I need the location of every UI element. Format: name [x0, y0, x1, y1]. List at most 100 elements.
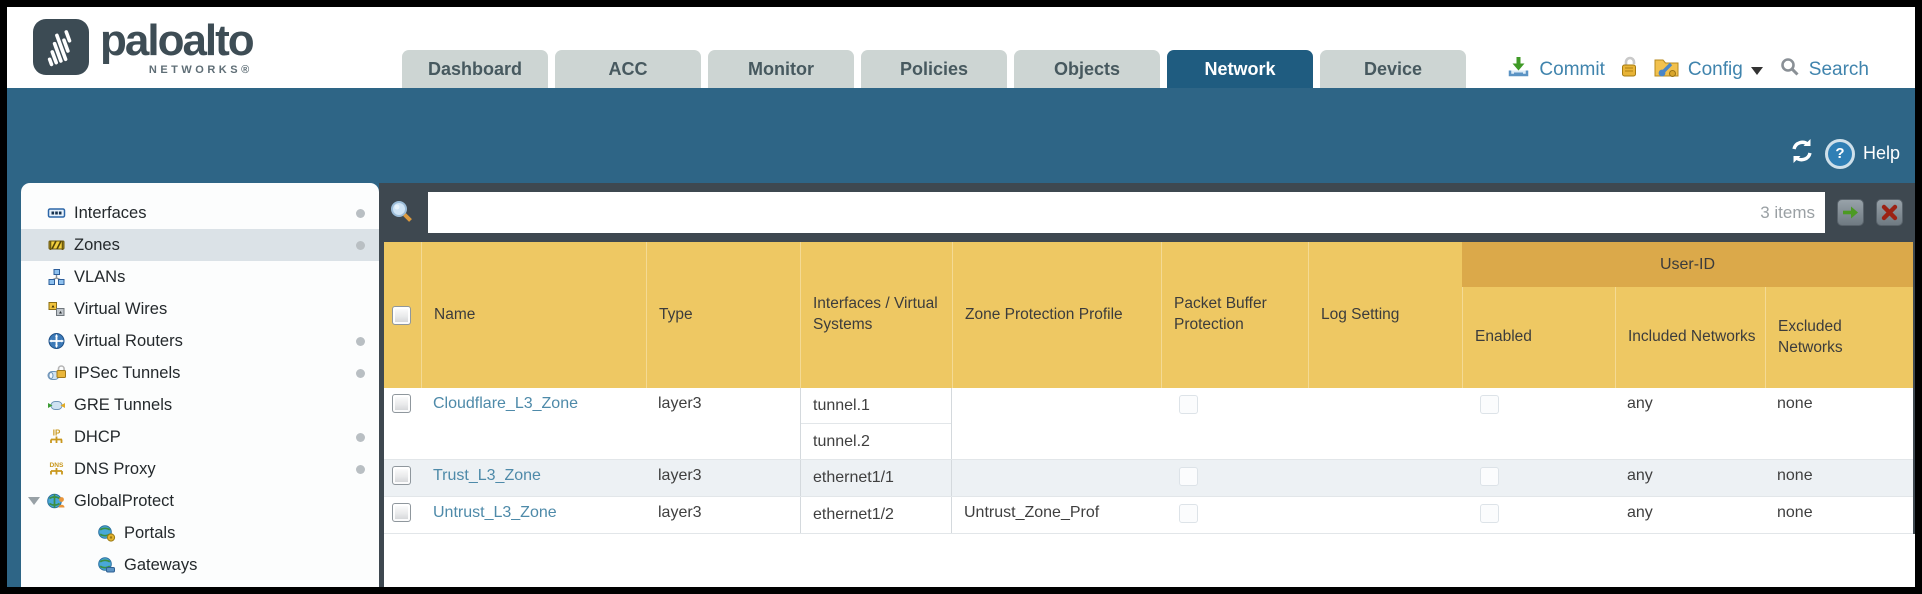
- interface-entry: tunnel.1: [801, 388, 951, 424]
- help-icon[interactable]: ?: [1824, 138, 1855, 169]
- brand-subtitle: NETWORKS®: [148, 64, 253, 76]
- apply-filter-button[interactable]: [1837, 199, 1864, 226]
- sidebar-item-label: Portals: [124, 523, 176, 542]
- svg-text:IP: IP: [53, 429, 61, 438]
- sidebar-item-ipsec-tunnels[interactable]: IPSec Tunnels: [21, 357, 379, 389]
- lock-icon[interactable]: [1619, 55, 1641, 85]
- row-select-cell: [384, 460, 421, 496]
- item-count: 3 items: [1760, 203, 1815, 222]
- included-networks-cell: any: [1627, 395, 1653, 412]
- zone-name-cell: Untrust_L3_Zone: [421, 497, 646, 533]
- table-empty-area: [384, 534, 1915, 587]
- log-setting-cell: [1308, 388, 1462, 459]
- user-id-enabled-cell: [1462, 460, 1615, 496]
- status-dot: [356, 208, 365, 218]
- sidebar-item-gre-tunnels[interactable]: GRE Tunnels: [21, 389, 379, 421]
- packet-buffer-protection-cell: [1161, 460, 1308, 496]
- zone-protection-profile-cell: Untrust_Zone_Prof: [964, 504, 1100, 521]
- row-checkbox[interactable]: [392, 466, 411, 485]
- column-header-zone-protection-profile[interactable]: Zone Protection Profile: [952, 242, 1161, 388]
- expander-icon[interactable]: [21, 497, 47, 505]
- row-checkbox[interactable]: [392, 503, 411, 522]
- commit-icon[interactable]: [1506, 54, 1531, 85]
- commit-button[interactable]: Commit: [1539, 58, 1605, 80]
- user-id-enabled-checkbox: [1480, 395, 1499, 414]
- zone-protection-profile-cell: [952, 460, 1161, 496]
- tab-dashboard[interactable]: Dashboard: [402, 50, 548, 88]
- column-header-type[interactable]: Type: [646, 242, 800, 388]
- sidebar-item-label: Gateways: [124, 555, 198, 574]
- column-header-packet-buffer-protection[interactable]: Packet Buffer Protection: [1161, 242, 1308, 388]
- sidebar-item-gateways[interactable]: Gateways: [21, 549, 379, 581]
- tab-device[interactable]: Device: [1320, 50, 1466, 88]
- search-button[interactable]: Search: [1808, 58, 1869, 80]
- zone-name-cell: Cloudflare_L3_Zone: [421, 388, 646, 459]
- excluded-networks-cell: none: [1777, 467, 1813, 484]
- globalprotect-icon: [47, 492, 71, 510]
- select-all-checkbox[interactable]: [392, 305, 411, 325]
- zone-name-link[interactable]: Cloudflare_L3_Zone: [433, 395, 578, 412]
- log-setting-cell: [1308, 497, 1462, 533]
- search-icon[interactable]: [1779, 56, 1801, 84]
- tab-acc[interactable]: ACC: [555, 50, 701, 88]
- clear-filter-button[interactable]: [1876, 199, 1903, 226]
- packet-buffer-protection-cell: [1161, 497, 1308, 533]
- sidebar-item-interfaces[interactable]: Interfaces: [21, 197, 379, 229]
- packet-buffer-protection-checkbox: [1179, 467, 1198, 486]
- sidebar-item-label: Interfaces: [74, 203, 147, 222]
- excluded-networks-cell: none: [1777, 395, 1813, 412]
- interface-entry: ethernet1/2: [813, 506, 894, 523]
- sidebar-item-label: Virtual Wires: [74, 299, 168, 318]
- sidebar-item-label: Virtual Routers: [74, 331, 183, 350]
- tab-objects[interactable]: Objects: [1014, 50, 1160, 88]
- virtual-wires-icon: [47, 300, 71, 318]
- tab-monitor[interactable]: Monitor: [708, 50, 854, 88]
- included-networks-cell: any: [1627, 467, 1653, 484]
- brand-name: paloalto: [100, 16, 255, 65]
- sidebar-item-label: DHCP: [74, 427, 121, 446]
- user-id-enabled-checkbox: [1480, 504, 1499, 523]
- column-header-enabled[interactable]: Enabled: [1462, 242, 1615, 388]
- column-header-name[interactable]: Name: [421, 242, 646, 388]
- column-header-excluded-networks[interactable]: Excluded Networks: [1765, 242, 1913, 388]
- chevron-down-icon[interactable]: [1750, 67, 1763, 75]
- filter-search-icon: [388, 199, 416, 227]
- zone-name-link[interactable]: Trust_L3_Zone: [433, 467, 541, 484]
- row-checkbox[interactable]: [392, 394, 411, 413]
- interfaces-cell: ethernet1/2: [800, 497, 952, 533]
- portals-icon: [97, 524, 121, 542]
- tab-policies[interactable]: Policies: [861, 50, 1007, 88]
- interface-entry: tunnel.2: [813, 433, 870, 450]
- dhcp-icon: IP: [47, 428, 71, 446]
- config-menu-button[interactable]: Config: [1687, 58, 1743, 80]
- config-icon[interactable]: [1653, 55, 1680, 85]
- status-dot: [356, 336, 365, 346]
- column-header-log-setting[interactable]: Log Setting: [1308, 242, 1462, 388]
- packet-buffer-protection-checkbox: [1179, 395, 1198, 414]
- excluded-networks-cell: none: [1777, 504, 1813, 521]
- sidebar-item-vlans[interactable]: VLANs: [21, 261, 379, 293]
- filter-input[interactable]: [428, 192, 1825, 233]
- sidebar-item-dhcp[interactable]: IP DHCP: [21, 421, 379, 453]
- row-select-cell: [384, 388, 421, 459]
- sidebar-item-virtual-wires[interactable]: Virtual Wires: [21, 293, 379, 325]
- sidebar-item-zones[interactable]: Zones: [21, 229, 379, 261]
- paloalto-logo-icon: [33, 19, 89, 75]
- help-label[interactable]: Help: [1862, 143, 1900, 163]
- gateways-icon: [97, 556, 121, 574]
- tab-network[interactable]: Network: [1167, 50, 1313, 88]
- sidebar-item-label: IPSec Tunnels: [74, 363, 181, 382]
- sidebar-item-portals[interactable]: Portals: [21, 517, 379, 549]
- sidebar-item-globalprotect[interactable]: GlobalProtect: [21, 485, 379, 517]
- column-header-interfaces-virtual-systems[interactable]: Interfaces / Virtual Systems: [800, 242, 952, 388]
- column-header-included-networks[interactable]: Included Networks: [1615, 242, 1765, 388]
- sidebar-item-virtual-routers[interactable]: Virtual Routers: [21, 325, 379, 357]
- zone-name-link[interactable]: Untrust_L3_Zone: [433, 504, 557, 521]
- user-id-enabled-checkbox: [1480, 467, 1499, 486]
- refresh-icon[interactable]: [1787, 137, 1817, 170]
